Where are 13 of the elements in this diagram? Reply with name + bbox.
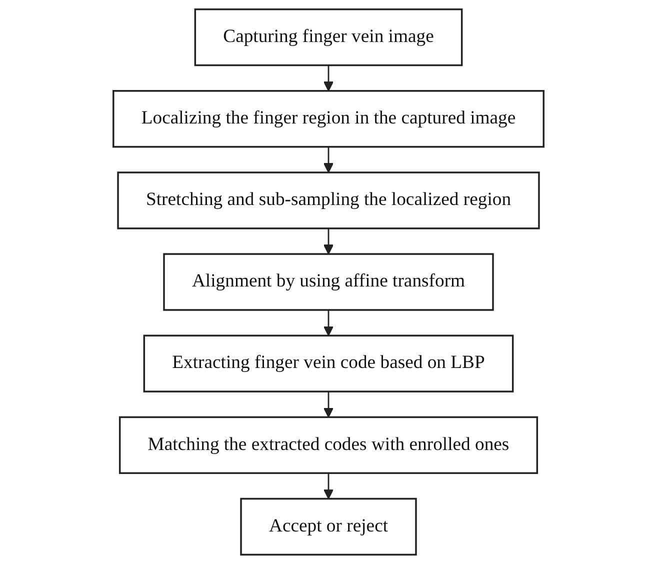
- arrow: [323, 228, 334, 254]
- node-box: Alignment by using affine transform: [163, 253, 494, 311]
- node-box: Capturing finger vein image: [194, 8, 463, 66]
- arrow: [323, 146, 334, 173]
- node-box: Matching the extracted codes with enrolled ones: [118, 416, 538, 474]
- arrow: [323, 310, 334, 336]
- arrow: [323, 392, 334, 418]
- node-box: Extracting finger vein code based on LBP: [143, 334, 514, 392]
- arrow: [323, 473, 334, 500]
- node-box: Localizing the finger region in the captured image: [112, 90, 544, 148]
- node-box: Stretching and sub-sampling the localized region: [117, 172, 540, 230]
- node-box: Accept or reject: [240, 498, 417, 556]
- arrow: [323, 65, 334, 92]
